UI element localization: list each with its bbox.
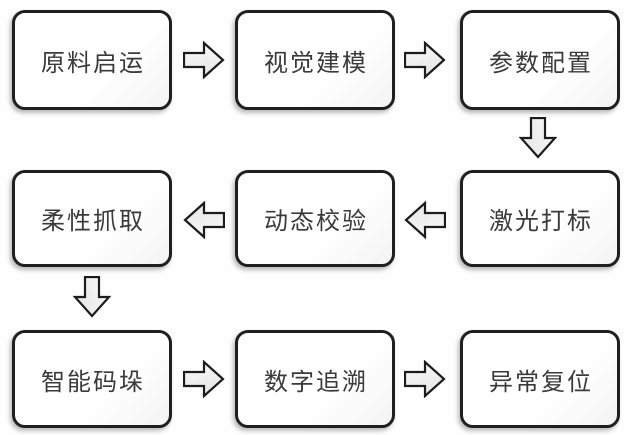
flow-node-laser-marking: 激光打标 bbox=[460, 170, 620, 267]
arrow-left-icon bbox=[404, 201, 446, 239]
flow-node-abnormal-reset: 异常复位 bbox=[460, 330, 620, 428]
arrow-right-icon bbox=[404, 360, 446, 398]
arrow-right-icon bbox=[183, 360, 225, 398]
arrow-left-icon bbox=[183, 201, 225, 239]
arrow-right-icon bbox=[183, 41, 225, 79]
flow-node-dynamic-verification: 动态校验 bbox=[235, 170, 395, 267]
arrow-down-icon bbox=[71, 276, 113, 318]
flow-node-smart-palletizing: 智能码垛 bbox=[12, 330, 172, 428]
arrow-down-icon bbox=[517, 117, 559, 159]
arrow-right-icon bbox=[404, 41, 446, 79]
flow-node-parameter-config: 参数配置 bbox=[460, 10, 620, 110]
flow-node-flexible-grasping: 柔性抓取 bbox=[12, 170, 172, 267]
flow-node-raw-material-dispatch: 原料启运 bbox=[12, 10, 172, 110]
flow-node-vision-modeling: 视觉建模 bbox=[235, 10, 395, 110]
flow-node-digital-traceability: 数字追溯 bbox=[235, 330, 395, 428]
